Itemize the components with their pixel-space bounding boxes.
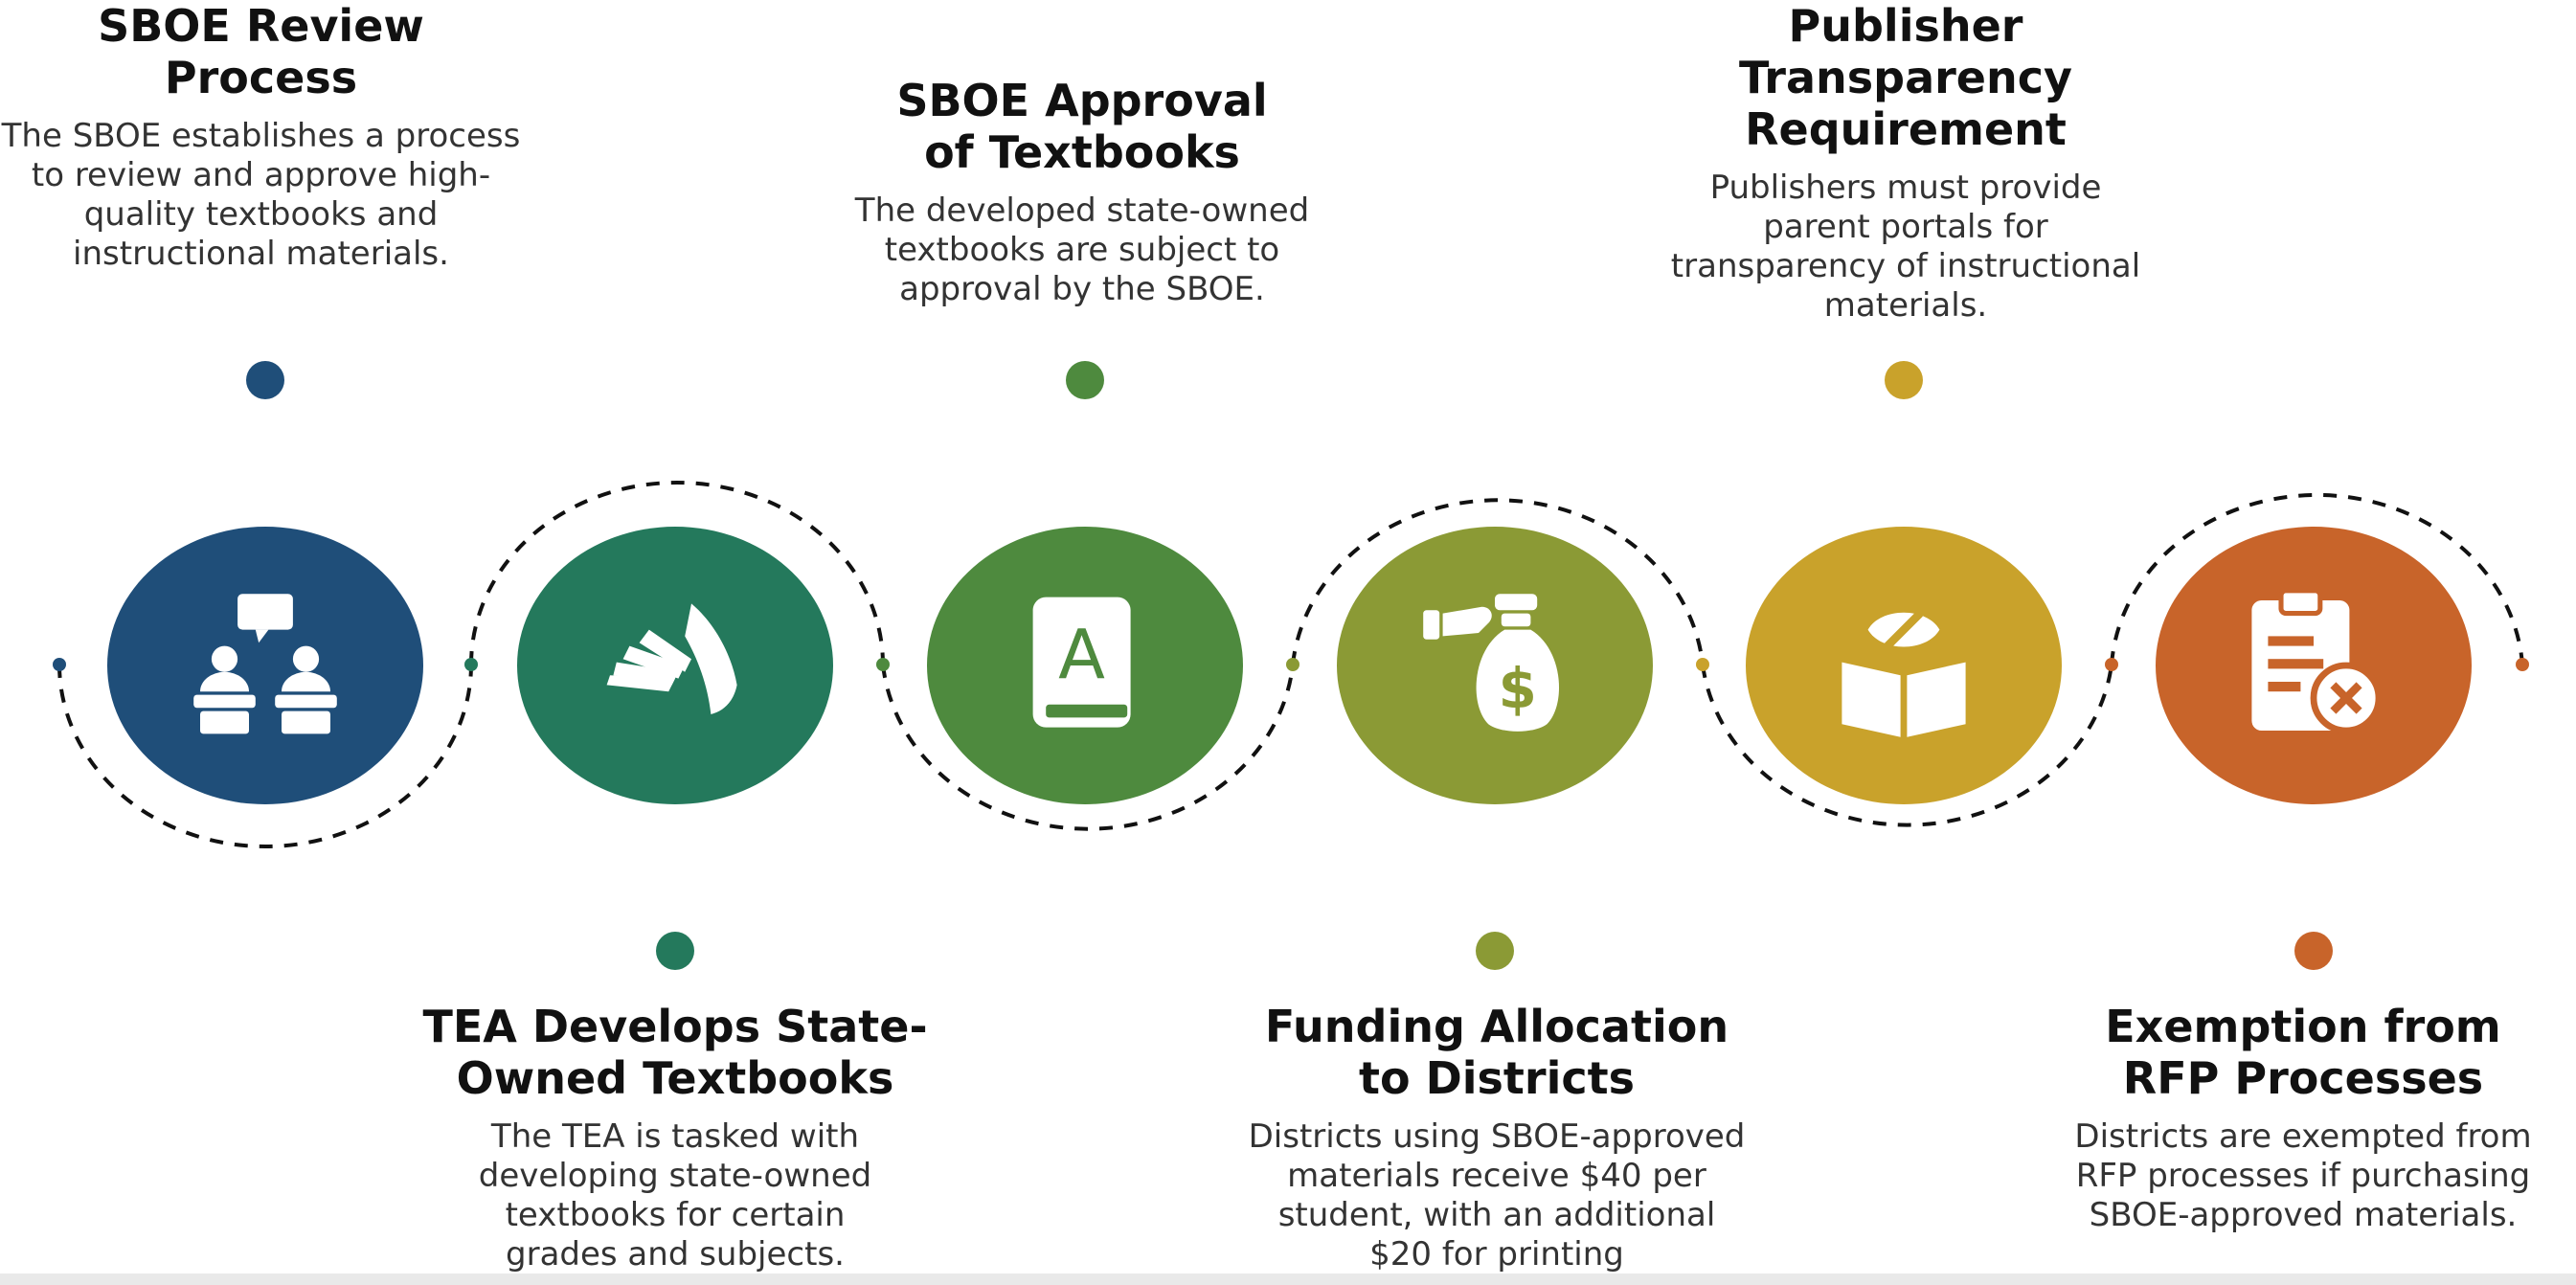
step-5-circle (1746, 527, 2062, 804)
step-5-title: Publisher Transparency Requirement (1738, 0, 2073, 155)
open-book-pages-icon (606, 603, 737, 714)
connector-node (464, 658, 478, 671)
grade-a-book-icon: A (1032, 597, 1131, 728)
step-2-description: The TEA is tasked with developing state-… (478, 1117, 872, 1274)
step-1-label: SBOE Review Process The SBOE establishes… (0, 0, 522, 274)
book-eye-icon (1842, 610, 1966, 737)
connector-node (2105, 658, 2118, 671)
meeting-presentation-icon (193, 594, 337, 734)
step-5-marker (1885, 361, 1923, 399)
bottom-edge (0, 1274, 2576, 1285)
step-3-description: The developed state-owned textbooks are … (854, 192, 1310, 308)
step-3-label: SBOE Approval of Textbooks The developed… (804, 75, 1360, 309)
step-4-circle: $ (1337, 527, 1653, 804)
step-1-circle (107, 527, 423, 804)
svg-text:$: $ (1499, 656, 1537, 721)
connector-node (1696, 658, 1709, 671)
step-4-marker (1476, 932, 1514, 970)
connector-node (876, 658, 890, 671)
step-3-marker (1066, 361, 1104, 399)
step-1-marker (246, 361, 284, 399)
step-6-title: Exemption from RFP Processes (2105, 1001, 2501, 1104)
connector-node (53, 658, 66, 671)
step-1-description: The SBOE establishes a process to review… (1, 117, 521, 273)
step-3-title: SBOE Approval of Textbooks (896, 75, 1268, 178)
step-4-title: Funding Allocation to Districts (1264, 1001, 1729, 1104)
step-1-title: SBOE Review Process (98, 0, 424, 103)
step-6-marker (2294, 932, 2333, 970)
clipboard-cancel-icon (2251, 588, 2383, 734)
step-4-label: Funding Allocation to Districts District… (1214, 1001, 1779, 1274)
step-3-circle: A (927, 527, 1243, 804)
step-4-description: Districts using SBOE-approved materials … (1248, 1117, 1746, 1274)
step-6-description: Districts are exempted from RFP processe… (2074, 1117, 2532, 1234)
connector-node (1286, 658, 1299, 671)
money-bag-icon: $ (1423, 594, 1560, 732)
step-5-description: Publishers must provide parent portals f… (1670, 169, 2141, 325)
step-6-circle (2156, 527, 2472, 804)
connector-node (2516, 658, 2529, 671)
svg-text:A: A (1058, 616, 1105, 695)
step-2-title: TEA Develops State-Owned Textbooks (422, 1001, 928, 1104)
step-2-marker (656, 932, 694, 970)
step-2-circle (517, 527, 833, 804)
step-6-label: Exemption from RFP Processes Districts a… (2030, 1001, 2576, 1235)
step-2-label: TEA Develops State-Owned Textbooks The T… (402, 1001, 948, 1274)
step-5-label: Publisher Transparency Requirement Publi… (1628, 0, 2183, 326)
